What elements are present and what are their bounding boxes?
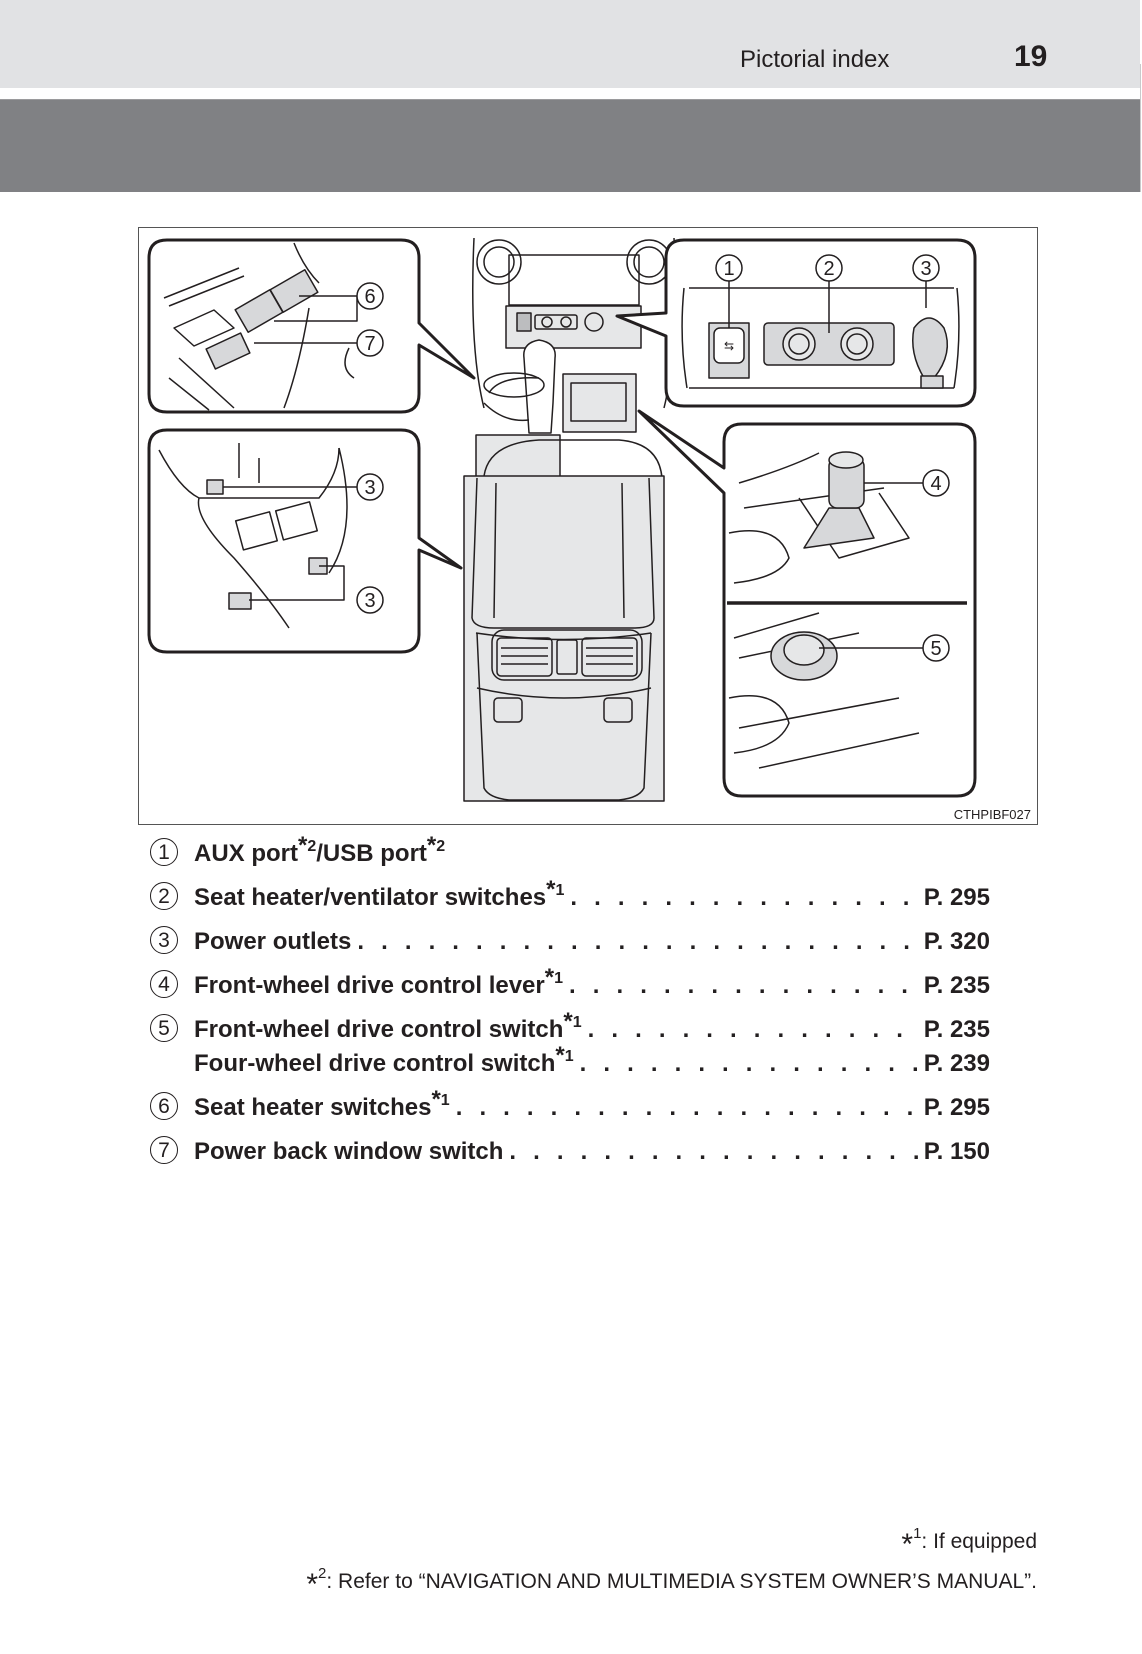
- callout-5-label: 5: [930, 638, 941, 660]
- callout-1-label: 1: [723, 258, 734, 280]
- dot-leader: . . . . . . . . . . . . . . . . . . . . …: [579, 1050, 920, 1077]
- callout-3c: [912, 254, 940, 282]
- armrest-front-highlight: [475, 434, 561, 478]
- callout-3a-label: 3: [364, 477, 375, 499]
- callout-1: [715, 254, 743, 282]
- callout-7: [356, 329, 384, 357]
- index-item-seat-heater-ventilator[interactable]: 2 Seat heater/ventilator switches*1 . . …: [150, 870, 990, 914]
- item-label: Seat heater/ventilator switches*1: [194, 876, 565, 911]
- index-list: 1 AUX port*2/USB port*2 2 Seat heater/ve…: [150, 826, 990, 1168]
- index-item-4wd-control-switch[interactable]: Four-wheel drive control switch*1 . . . …: [150, 1042, 990, 1080]
- callout-front-outlets: ⇆ 1 2 3: [615, 238, 977, 408]
- section-title: Pictorial index: [740, 46, 890, 73]
- pictorial-figure: 6 7 3 3 ⇆: [138, 227, 1038, 825]
- item-number: 1: [150, 838, 178, 866]
- item-number: 2: [150, 882, 178, 910]
- page-reference-link[interactable]: P. 295: [923, 1094, 990, 1121]
- item-label: Power back window switch: [194, 1138, 504, 1165]
- item-label: Four-wheel drive control switch*1: [194, 1042, 574, 1077]
- page-number: 19: [1014, 40, 1048, 73]
- item-label: AUX port*2/USB port*2: [194, 832, 446, 867]
- dash-panel: [508, 254, 640, 306]
- footnote-2: *2: Refer to “NAVIGATION AND MULTIMEDIA …: [306, 1565, 1037, 1601]
- callout-4: [922, 469, 950, 497]
- item-label: Power outlets: [194, 928, 352, 955]
- page-reference-link[interactable]: P. 150: [923, 1138, 990, 1165]
- page-reference-link[interactable]: P. 235: [923, 1016, 990, 1043]
- seat-heater-switch-right: [269, 268, 319, 314]
- item-number: 6: [150, 1092, 178, 1120]
- center-console-illustration: [463, 237, 676, 802]
- usb-port-small: [516, 312, 532, 332]
- item-number: 7: [150, 1136, 178, 1164]
- item-label: Seat heater switches*1: [194, 1086, 450, 1121]
- callout-2-label: 2: [823, 258, 834, 280]
- callout-7-label: 7: [364, 333, 375, 355]
- callout-6: [356, 282, 384, 310]
- rear-outlet-top: [206, 479, 224, 495]
- item-number: 5: [150, 1014, 178, 1042]
- index-item-seat-heater-switches[interactable]: 6 Seat heater switches*1 . . . . . . . .…: [150, 1080, 990, 1124]
- index-item-power-outlets[interactable]: 3 Power outlets . . . . . . . . . . . . …: [150, 914, 990, 958]
- item-number: 4: [150, 970, 178, 998]
- page-reference-link[interactable]: P. 239: [923, 1050, 990, 1077]
- power-outlet-cap: [912, 317, 949, 379]
- dot-leader: . . . . . . . . . . . . . . . . . . . . …: [569, 972, 920, 999]
- page-edge-line: [1140, 64, 1141, 192]
- index-item-fwd-control-switch[interactable]: 5 Front-wheel drive control switch*1 . .…: [150, 1002, 990, 1046]
- page-reference-link[interactable]: P. 235: [923, 972, 990, 999]
- item-label: Front-wheel drive control switch*1: [194, 1008, 582, 1043]
- callout-3b-label: 3: [364, 590, 375, 612]
- usb-icon: ⇆: [724, 339, 734, 353]
- index-item-fwd-control-lever[interactable]: 4 Front-wheel drive control lever*1 . . …: [150, 958, 990, 1002]
- dot-leader: . . . . . . . . . . . . . . . . . . . . …: [357, 928, 919, 955]
- callout-5: [922, 634, 950, 662]
- callout-drive-controls: 4 5: [637, 409, 977, 798]
- dot-leader: . . . . . . . . . . . . . . . . . . . . …: [509, 1138, 919, 1165]
- page-reference-link[interactable]: P. 320: [923, 928, 990, 955]
- callout-3b: [356, 586, 384, 614]
- dot-leader: . . . . . . . . . . . . . . . . . . . . …: [587, 1016, 920, 1043]
- power-back-window-switch: [205, 332, 251, 370]
- callout-3a: [356, 473, 384, 501]
- callout-4-label: 4: [930, 473, 941, 495]
- callout-6-label: 6: [364, 286, 375, 308]
- dot-leader: . . . . . . . . . . . . . . . . . . . . …: [570, 884, 919, 911]
- item-label: Front-wheel drive control lever*1: [194, 964, 563, 999]
- rear-outlet-bottom-left: [228, 592, 252, 610]
- chapter-band: [0, 99, 1140, 192]
- index-item-aux-usb-port: 1 AUX port*2/USB port*2: [150, 826, 990, 870]
- footnote-1: *1: If equipped: [901, 1525, 1037, 1561]
- power-outlet-small: [584, 312, 604, 332]
- dot-leader: . . . . . . . . . . . . . . . . . . . . …: [455, 1094, 920, 1121]
- header-band: [0, 0, 1140, 88]
- index-item-power-back-window[interactable]: 7 Power back window switch . . . . . . .…: [150, 1124, 990, 1168]
- illustration: 6 7 3 3 ⇆: [147, 237, 977, 802]
- item-number: 3: [150, 926, 178, 954]
- page-reference-link[interactable]: P. 295: [923, 884, 990, 911]
- callout-2: [815, 254, 843, 282]
- callout-rear-power-outlets: 3 3: [147, 428, 463, 654]
- callout-window-switches: 6 7: [147, 238, 476, 414]
- left-dash-vent: [476, 239, 522, 285]
- figure-code: CTHPIBF027: [953, 807, 1031, 822]
- callout-3c-label: 3: [920, 258, 931, 280]
